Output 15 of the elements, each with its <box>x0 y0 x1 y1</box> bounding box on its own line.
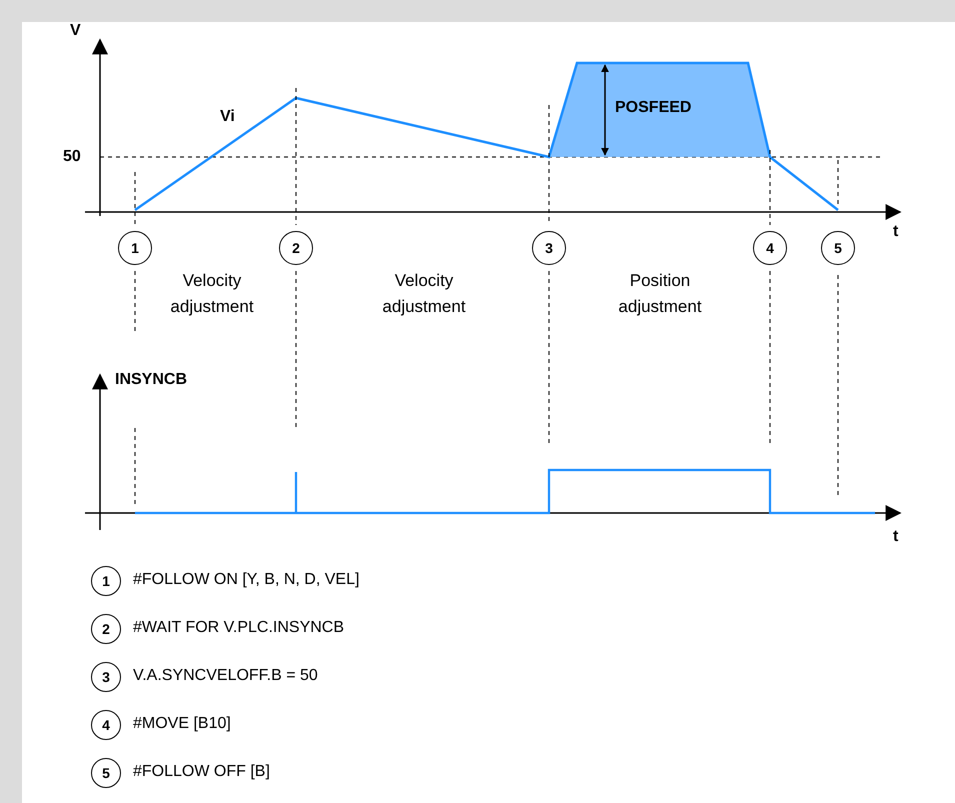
phase-label: Velocity adjustment <box>381 270 467 318</box>
dimension-label: POSFEED <box>615 99 692 117</box>
phase-label: Velocity adjustment <box>169 270 255 318</box>
axis-value: 50 <box>63 148 81 166</box>
axis-label: t <box>893 223 898 241</box>
axis-label: t <box>893 528 898 546</box>
axis-label: V <box>70 22 81 40</box>
axis-label: INSYNCB <box>115 371 188 389</box>
command-text: #WAIT FOR V.PLC.INSYNCB <box>133 619 344 637</box>
command-text: #FOLLOW OFF [B] <box>133 763 270 781</box>
command-text: V.A.SYNCVELOFF.B = 50 <box>133 667 318 685</box>
command-text: #MOVE [B10] <box>133 715 231 733</box>
command-text: #FOLLOW ON [Y, B, N, D, VEL] <box>133 571 360 589</box>
phase-label: Position adjustment <box>617 270 703 318</box>
curve-label: Vi <box>220 108 235 126</box>
